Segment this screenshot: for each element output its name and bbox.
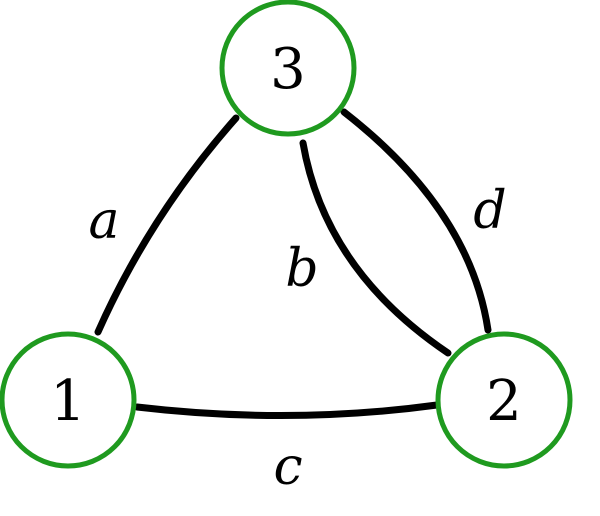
edge-label-b: b <box>285 239 318 299</box>
edge-a <box>94 114 240 336</box>
node-2-circle <box>435 331 573 469</box>
edge-label-d: d <box>473 181 506 241</box>
node-3-label: 3 <box>270 37 306 102</box>
edge-b <box>299 139 452 357</box>
edge-c <box>133 401 441 419</box>
node-1: 1 <box>0 331 137 469</box>
edge-label-c: c <box>273 437 302 497</box>
edge-label-a: a <box>88 191 119 251</box>
node-1-circle <box>0 331 137 469</box>
node-2-label: 2 <box>486 369 522 434</box>
node-3: 3 <box>219 0 357 137</box>
node-1-label: 1 <box>50 369 86 434</box>
node-2: 2 <box>435 331 573 469</box>
edge-d <box>340 108 492 334</box>
node-3-circle <box>219 0 357 137</box>
